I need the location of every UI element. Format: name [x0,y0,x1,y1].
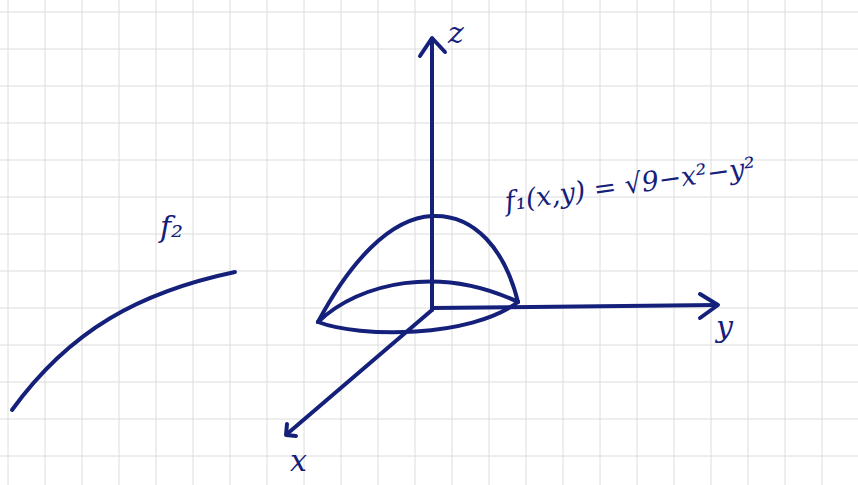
grid-line [267,0,268,485]
hemisphere-dome [318,216,518,322]
grid-line [711,0,712,485]
grid-line [674,0,675,485]
grid-line [526,0,527,485]
y-axis [432,305,716,308]
grid-line [0,197,858,198]
grid-line [193,0,194,485]
grid-line [0,49,858,50]
grid-line [8,0,9,485]
grid-line [230,0,231,485]
grid-line [0,271,858,272]
grid-line [156,0,157,485]
x-axis [287,310,432,434]
grid-line [0,456,858,457]
function-label: f₂ [160,212,183,242]
function-label: f₁(x,y) = √9−x²−y² [503,153,757,215]
grid-line [0,382,858,383]
grid-line [452,0,453,485]
grid-line [0,86,858,87]
y-arrowhead [700,294,718,318]
grid-line [119,0,120,485]
grid-line [600,0,601,485]
f2-curve [12,272,235,410]
axis-label: x [290,446,307,476]
grid-line [785,0,786,485]
grid-line [0,12,858,13]
grid-line [304,0,305,485]
grid-line [748,0,749,485]
grid-line [563,0,564,485]
z-axis [430,40,434,310]
grid-line [0,123,858,124]
grid-line [822,0,823,485]
axis-label: y [716,312,733,342]
axis-label: z [448,18,464,48]
grid-line [0,345,858,346]
grid-line [45,0,46,485]
z-arrowhead [420,38,445,56]
grid-line [415,0,416,485]
grid-line [82,0,83,485]
grid-line [341,0,342,485]
x-arrowhead [286,424,296,436]
grid-line [637,0,638,485]
base-ellipse-front [318,302,518,332]
grid-line [0,234,858,235]
grid-line [0,419,858,420]
